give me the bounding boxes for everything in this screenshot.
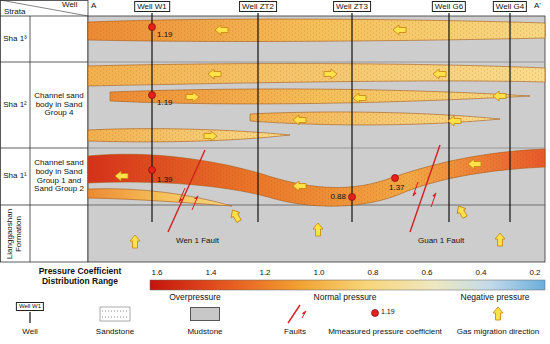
strata-cell: Lianggaoshan Formation: [0, 205, 30, 262]
gas-migration-arrow: [115, 25, 506, 248]
strata-name: Sha 1¹: [3, 172, 27, 181]
pressure-coefficient: 0.88: [330, 192, 346, 201]
scale-tick: 1.6: [151, 268, 162, 277]
scale-tick: 1.2: [259, 268, 270, 277]
table-header: Well: [62, 0, 77, 9]
strata-name: Channel sand body in Sand Group 4: [32, 92, 86, 119]
scale-tick: 0.4: [475, 268, 486, 277]
pressure-coefficient: 1.19: [157, 98, 173, 107]
legend-well-name: Well W1: [16, 302, 44, 311]
legend-label: Mudstone: [187, 327, 222, 336]
strata-name: Sha 1²: [3, 101, 27, 110]
well-name: Well ZT2: [239, 1, 277, 12]
scale-tick: 1.0: [313, 268, 324, 277]
legend-label: Sandstone: [96, 327, 134, 336]
table-grid: [0, 16, 88, 262]
sand-bodies: [88, 19, 545, 206]
strata-name: Channel sand body in Sand Group 1 and Sa…: [32, 159, 86, 195]
formation-name: Lianggaoshan Formation: [6, 207, 24, 260]
scale-tick: 1.4: [205, 268, 216, 277]
legend-label: Faults: [284, 327, 306, 336]
scale-tick: 0.2: [529, 268, 540, 277]
scale-tick: 0.8: [367, 268, 378, 277]
well-name: Well W1: [134, 1, 170, 12]
strata-cell: Channel sand body in Sand Group 4: [30, 62, 88, 148]
fault-name: Guan 1 Fault: [418, 236, 464, 245]
legend-well-line: [29, 312, 30, 323]
scale-tick: 0.6: [421, 268, 432, 277]
legend-label: Gas migration direction: [457, 327, 539, 336]
well-name: Well ZT3: [333, 1, 371, 12]
well-name: Well G4: [493, 1, 527, 12]
strata-boundary: [88, 62, 545, 205]
legend-swatch: [190, 307, 220, 321]
pressure-point: [149, 24, 399, 201]
table-header: Strata: [4, 7, 25, 16]
well-name: Well G6: [432, 1, 466, 12]
pressure-coefficient: 1.37: [389, 183, 405, 192]
strata-cell: Sha 1³: [0, 16, 30, 62]
pressure-range: Overpressure: [169, 293, 221, 303]
pressure-coefficient: 1.19: [157, 30, 173, 39]
strata-cell: Channel sand body in Sand Group 1 and Sa…: [30, 148, 88, 205]
legend-pressure-value: 1.19: [381, 308, 395, 316]
fault-motion-arrow: [179, 182, 436, 210]
legend-sandstone-dots: [102, 311, 128, 317]
header-diagonal: [0, 0, 88, 16]
fault-line: [168, 145, 440, 232]
strata-name: Sha 1³: [3, 35, 27, 44]
scale-title: Pressure Coefficient Distribution Range: [20, 267, 140, 287]
section-end-label: A: [91, 1, 96, 10]
legend-gas-arrow: [493, 307, 503, 320]
strata-table: [1, 1, 89, 263]
fault-name: Wen 1 Fault: [176, 236, 219, 245]
mudstone-ground: [88, 16, 545, 262]
legend-sandstone: [100, 307, 130, 321]
strata-cell: Sha 1¹: [0, 148, 30, 205]
pressure-scale-bar: [150, 280, 545, 290]
section-end-label: A': [534, 1, 541, 10]
well-line: [152, 13, 510, 222]
pressure-range: Negative pressure: [461, 293, 530, 303]
legend-label: Well: [22, 327, 37, 336]
sandstone-texture: [88, 19, 545, 206]
legend-label: Mmeasured pressure coefficient: [328, 327, 442, 336]
pressure-coefficient: 1.39: [157, 175, 173, 184]
legend-fault: [288, 305, 300, 323]
legend-pressure-point: [372, 310, 379, 317]
pressure-range: Normal pressure: [314, 293, 377, 303]
legend-fault-arrow: [302, 311, 306, 318]
strata-cell: Sha 1²: [0, 62, 30, 148]
